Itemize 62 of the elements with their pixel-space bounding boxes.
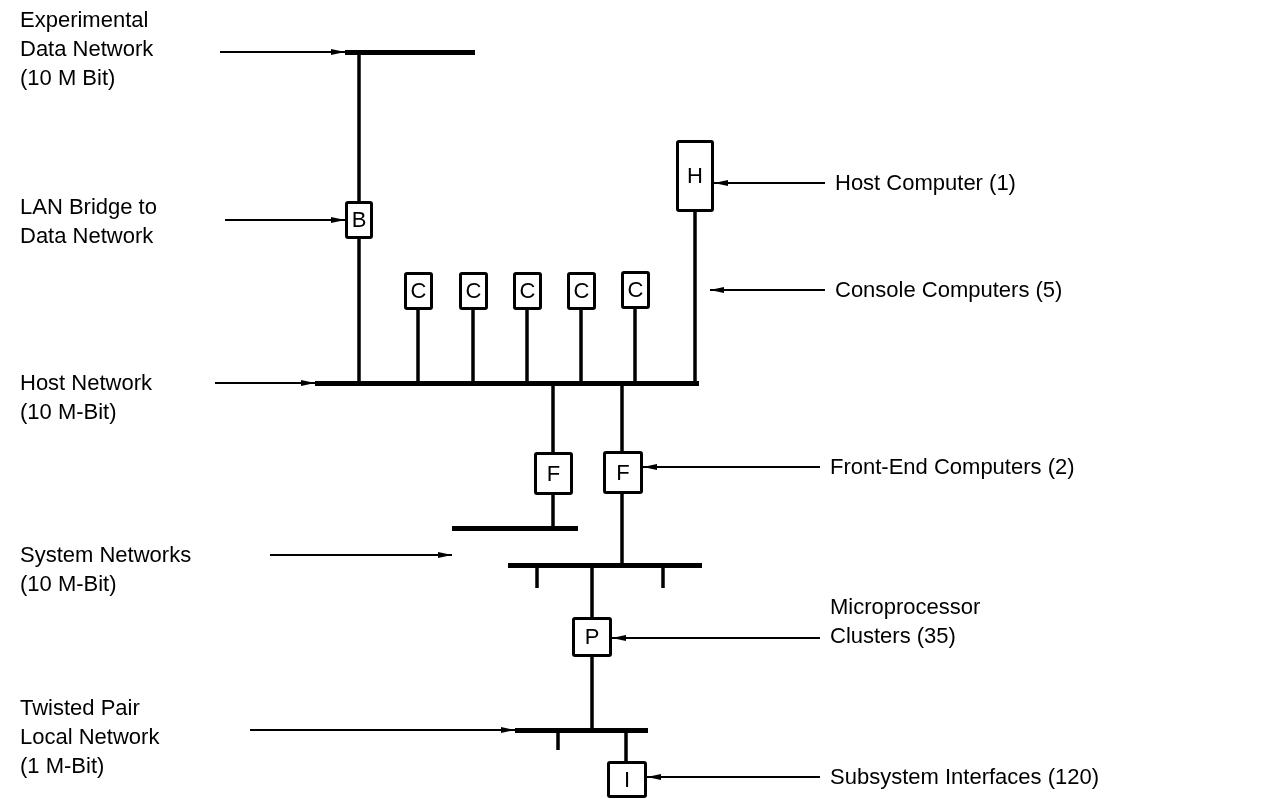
leader-arrow: [214, 380, 316, 386]
connection-line: [551, 495, 555, 526]
computer-box: [676, 140, 714, 212]
callout-text: System Networks (10 M-Bit): [20, 540, 270, 600]
computer-box: [572, 617, 612, 657]
callout-text: Front-End Computers (2): [820, 452, 1160, 482]
box-letter: I: [623, 767, 631, 792]
network-bus: [345, 50, 475, 55]
connection-line: [551, 386, 555, 452]
computer-box: [621, 271, 650, 309]
callout-text: Console Computers (5): [825, 275, 1145, 305]
connection-line: [693, 212, 697, 381]
callout-text: Host Network (10 M-Bit): [20, 368, 215, 428]
box-letter: H: [687, 164, 703, 188]
computer-box: [404, 272, 433, 310]
leader-arrow: [249, 727, 516, 733]
network-bus: [315, 381, 699, 386]
box-letter: C: [519, 279, 536, 303]
box-letter: C: [573, 279, 590, 303]
leader-arrow: [709, 287, 826, 293]
connection-line: [590, 657, 594, 728]
leader-arrow: [646, 774, 821, 780]
callout-text: Twisted Pair Local Network (1 M-Bit): [20, 693, 250, 783]
box-letter: C: [627, 278, 644, 302]
leader-arrow: [269, 552, 453, 558]
box-letter: B: [351, 208, 367, 232]
box-letter: C: [410, 279, 427, 303]
connection-line: [624, 733, 628, 761]
callout-text: Experimental Data Network (10 M Bit): [20, 5, 220, 93]
computer-box: [345, 201, 373, 239]
connection-line: [620, 494, 624, 563]
computer-box: [603, 451, 643, 494]
leader-arrow: [713, 180, 826, 186]
connection-line: [579, 310, 583, 381]
connection-line: [525, 310, 529, 381]
network-bus: [452, 526, 578, 531]
computer-box: [534, 452, 573, 495]
computer-box: [607, 761, 647, 798]
box-letter: F: [616, 460, 630, 485]
callout-text: LAN Bridge to Data Network: [20, 192, 225, 252]
leader-arrow: [611, 635, 821, 641]
connection-line: [357, 239, 361, 381]
network-bus: [508, 563, 702, 568]
connection-line: [357, 55, 361, 201]
connection-line: [416, 310, 420, 381]
callout-text: Subsystem Interfaces (120): [820, 762, 1160, 792]
box-letter: C: [465, 279, 482, 303]
connection-line: [471, 310, 475, 381]
callout-text: Host Computer (1): [825, 168, 1115, 198]
connection-line: [633, 309, 637, 381]
computer-box: [567, 272, 596, 310]
connection-line: [590, 568, 594, 617]
connection-line: [620, 386, 624, 451]
box-letter: F: [546, 461, 561, 486]
computer-box: [459, 272, 488, 310]
box-letter: P: [584, 625, 600, 649]
callout-text: Microprocessor Clusters (35): [820, 592, 995, 652]
computer-box: [513, 272, 542, 310]
leader-arrow: [642, 464, 821, 470]
leader-arrow: [219, 49, 346, 55]
leader-arrow: [224, 217, 346, 223]
network-bus: [515, 728, 648, 733]
